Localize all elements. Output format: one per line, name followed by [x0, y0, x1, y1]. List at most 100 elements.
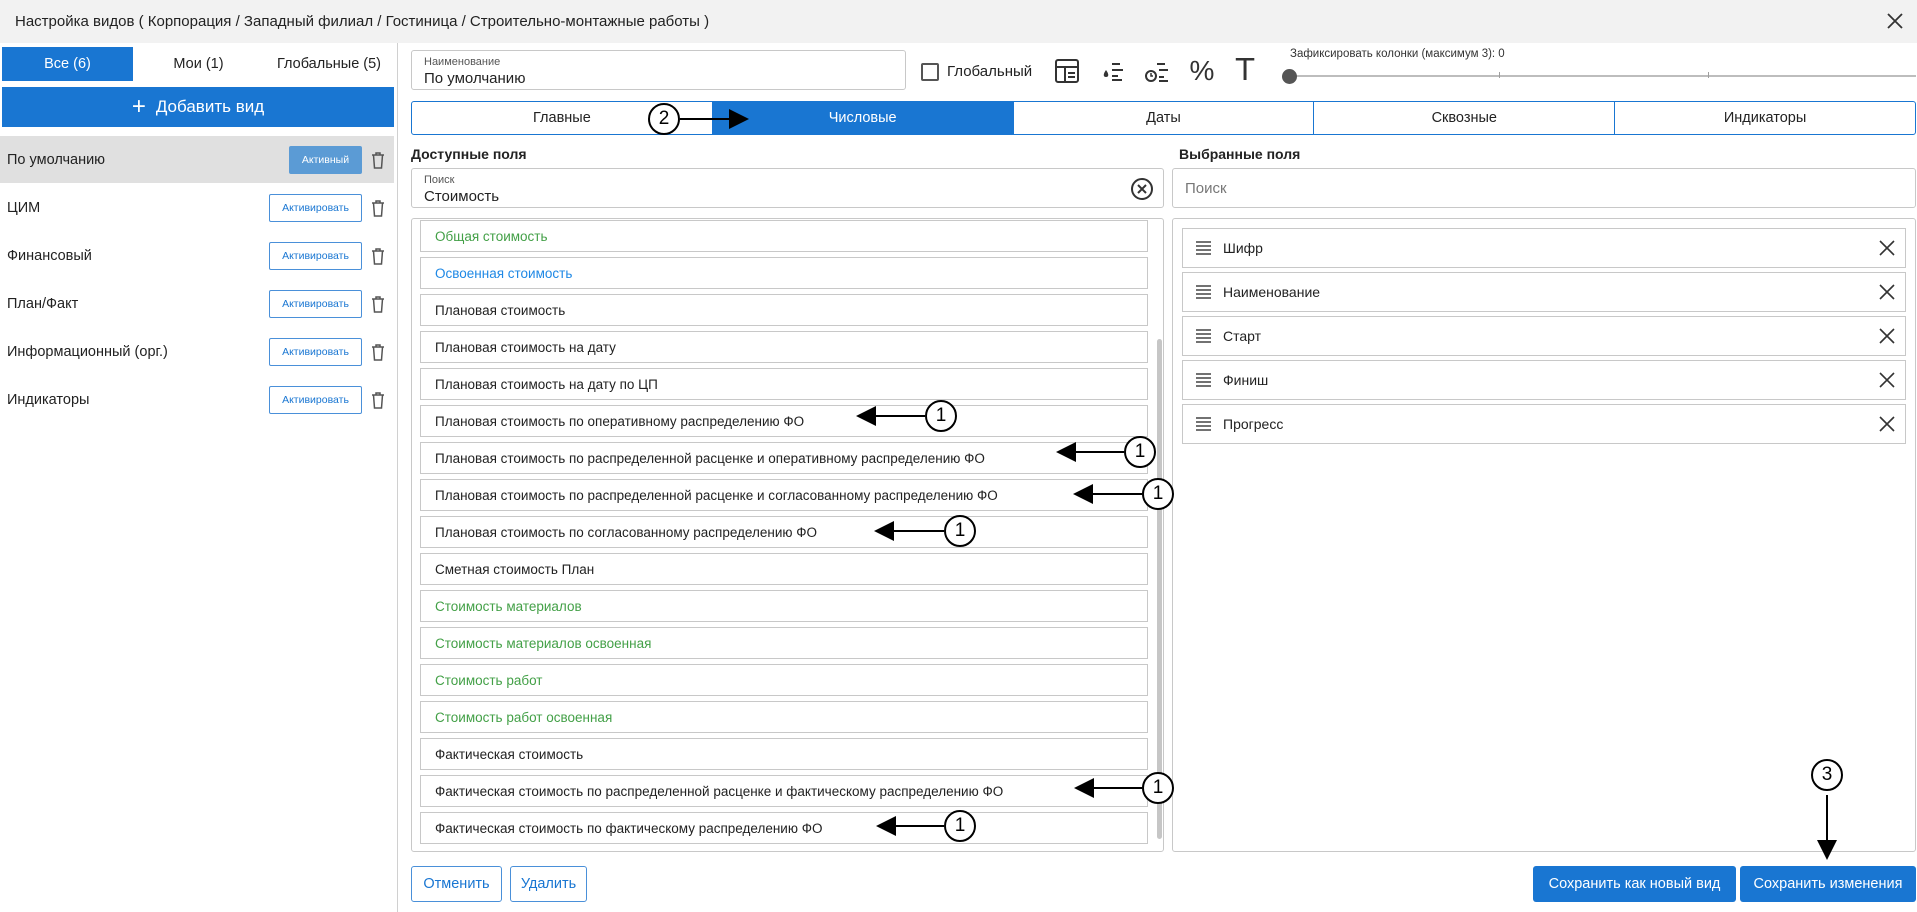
global-checkbox[interactable]	[921, 63, 939, 81]
available-field-row[interactable]: Стоимость материалов	[420, 590, 1148, 622]
available-field-row[interactable]: Стоимость работ	[420, 664, 1148, 696]
view-name-field-value: По умолчанию	[424, 70, 526, 87]
cancel-button[interactable]: Отменить	[411, 866, 502, 902]
available-field-row[interactable]: Освоенная стоимость	[420, 257, 1148, 289]
trash-icon[interactable]	[369, 150, 387, 170]
remove-icon[interactable]	[1877, 282, 1897, 302]
percent-icon[interactable]: %	[1189, 55, 1215, 86]
available-field-row[interactable]: Плановая стоимость по распределенной рас…	[420, 479, 1148, 511]
activate-view-button[interactable]: Активировать	[269, 289, 362, 318]
remove-icon[interactable]	[1877, 370, 1897, 390]
selected-search-input[interactable]: Поиск	[1172, 168, 1916, 208]
field-category-tabs: Главные Числовые Даты Сквозные Индикатор…	[411, 101, 1916, 135]
view-name-field[interactable]: Наименование По умолчанию	[411, 50, 906, 90]
slider-tick	[1708, 72, 1709, 78]
trash-icon[interactable]	[369, 342, 387, 362]
add-view-button[interactable]: + Добавить вид	[2, 87, 394, 127]
drag-handle-icon[interactable]	[1195, 328, 1212, 344]
available-field-row[interactable]: Плановая стоимость по распределенной рас…	[420, 442, 1148, 474]
activate-view-button[interactable]: Активировать	[269, 241, 362, 270]
view-name: По умолчанию	[7, 151, 106, 168]
available-field-row[interactable]: Фактическая стоимость по фактическому ра…	[420, 812, 1148, 844]
list-scrollbar[interactable]	[1157, 339, 1162, 839]
remove-icon[interactable]	[1877, 238, 1897, 258]
plus-icon: +	[131, 93, 146, 120]
available-field-row[interactable]: Плановая стоимость на дату по ЦП	[420, 368, 1148, 400]
available-field-row[interactable]: Плановая стоимость на дату	[420, 331, 1148, 363]
view-name: Индикаторы	[7, 391, 90, 408]
table-icon[interactable]	[1052, 56, 1082, 86]
freeze-columns-slider-thumb[interactable]	[1282, 69, 1297, 84]
selected-field-name: Наименование	[1223, 284, 1321, 300]
trash-icon[interactable]	[369, 294, 387, 314]
freeze-columns-label: Зафиксировать колонки (максимум 3): 0	[1290, 48, 1505, 60]
available-field-row[interactable]: Плановая стоимость по оперативному распр…	[420, 405, 1148, 437]
available-field-row[interactable]: Общая стоимость	[420, 220, 1148, 252]
view-filter-tabs: Все (6) Мои (1) Глобальные (5)	[2, 47, 394, 81]
view-item[interactable]: Информационный (орг.) Активировать	[0, 328, 394, 375]
fill-sort-icon[interactable]	[1097, 56, 1127, 86]
available-field-row[interactable]: Фактическая стоимость по распределенной …	[420, 775, 1148, 807]
tab-dates[interactable]: Даты	[1014, 102, 1315, 134]
activate-view-button[interactable]: Активировать	[269, 385, 362, 414]
time-sort-icon[interactable]	[1142, 56, 1172, 86]
save-changes-button[interactable]: Сохранить изменения	[1740, 866, 1916, 902]
selected-field-name: Шифр	[1223, 240, 1263, 256]
selected-field-row[interactable]: Старт	[1182, 316, 1906, 356]
filter-tab-mine[interactable]: Мои (1)	[173, 56, 224, 72]
selected-search-placeholder: Поиск	[1185, 180, 1227, 197]
tab-numeric[interactable]: Числовые	[712, 102, 1014, 134]
available-field-row[interactable]: Стоимость материалов освоенная	[420, 627, 1148, 659]
available-field-row[interactable]: Плановая стоимость по согласованному рас…	[420, 516, 1148, 548]
filter-tab-all[interactable]: Все (6)	[2, 47, 133, 81]
activate-view-button[interactable]: Активировать	[269, 337, 362, 366]
annotation-badge: 1	[1142, 478, 1174, 510]
view-item[interactable]: Финансовый Активировать	[0, 232, 394, 279]
view-item[interactable]: ЦИМ Активировать	[0, 184, 394, 231]
view-item[interactable]: По умолчанию Активный	[0, 136, 394, 183]
selected-field-row[interactable]: Финиш	[1182, 360, 1906, 400]
view-item[interactable]: Индикаторы Активировать	[0, 376, 394, 423]
activate-view-button[interactable]: Активировать	[269, 193, 362, 222]
annotation-badge: 1	[944, 515, 976, 547]
freeze-columns-slider[interactable]	[1290, 75, 1916, 77]
tab-indicators[interactable]: Индикаторы	[1723, 110, 1807, 126]
drag-handle-icon[interactable]	[1195, 372, 1212, 388]
title-bar: Настройка видов ( Корпорация / Западный …	[0, 0, 1917, 43]
clear-search-icon[interactable]	[1130, 177, 1154, 201]
view-item[interactable]: План/Факт Активировать	[0, 280, 394, 327]
remove-icon[interactable]	[1877, 414, 1897, 434]
annotation-badge: 1	[1124, 436, 1156, 468]
selected-field-row[interactable]: Наименование	[1182, 272, 1906, 312]
delete-button[interactable]: Удалить	[510, 866, 587, 902]
tab-through[interactable]: Сквозные	[1314, 102, 1616, 134]
available-field-row[interactable]: Сметная стоимость План	[420, 553, 1148, 585]
trash-icon[interactable]	[369, 198, 387, 218]
available-field-row[interactable]: Стоимость работ освоенная	[420, 701, 1148, 733]
selected-field-name: Старт	[1223, 328, 1262, 344]
selected-field-name: Прогресс	[1223, 416, 1284, 432]
available-search-input[interactable]: Поиск Стоимость	[411, 168, 1164, 208]
available-search-label: Поиск	[424, 174, 455, 186]
remove-icon[interactable]	[1877, 326, 1897, 346]
active-view-button[interactable]: Активный	[289, 145, 362, 174]
drag-handle-icon[interactable]	[1195, 416, 1212, 432]
trash-icon[interactable]	[369, 246, 387, 266]
selected-field-row[interactable]: Прогресс	[1182, 404, 1906, 444]
drag-handle-icon[interactable]	[1195, 240, 1212, 256]
filter-tab-global[interactable]: Глобальные (5)	[276, 56, 382, 72]
trash-icon[interactable]	[369, 390, 387, 410]
close-icon[interactable]	[1883, 9, 1907, 33]
available-fields-title: Доступные поля	[411, 146, 527, 162]
selected-field-row[interactable]: Шифр	[1182, 228, 1906, 268]
view-name: Информационный (орг.)	[7, 343, 168, 360]
views-sidebar: Все (6) Мои (1) Глобальные (5) + Добавит…	[0, 43, 398, 912]
selected-field-name: Финиш	[1223, 372, 1269, 388]
save-as-new-view-button[interactable]: Сохранить как новый вид	[1533, 866, 1736, 902]
available-field-row[interactable]: Плановая стоимость	[420, 294, 1148, 326]
drag-handle-icon[interactable]	[1195, 284, 1212, 300]
text-icon[interactable]: T	[1235, 53, 1255, 88]
available-field-row[interactable]: Фактическая стоимость	[420, 738, 1148, 770]
available-search-value: Стоимость	[424, 188, 500, 205]
